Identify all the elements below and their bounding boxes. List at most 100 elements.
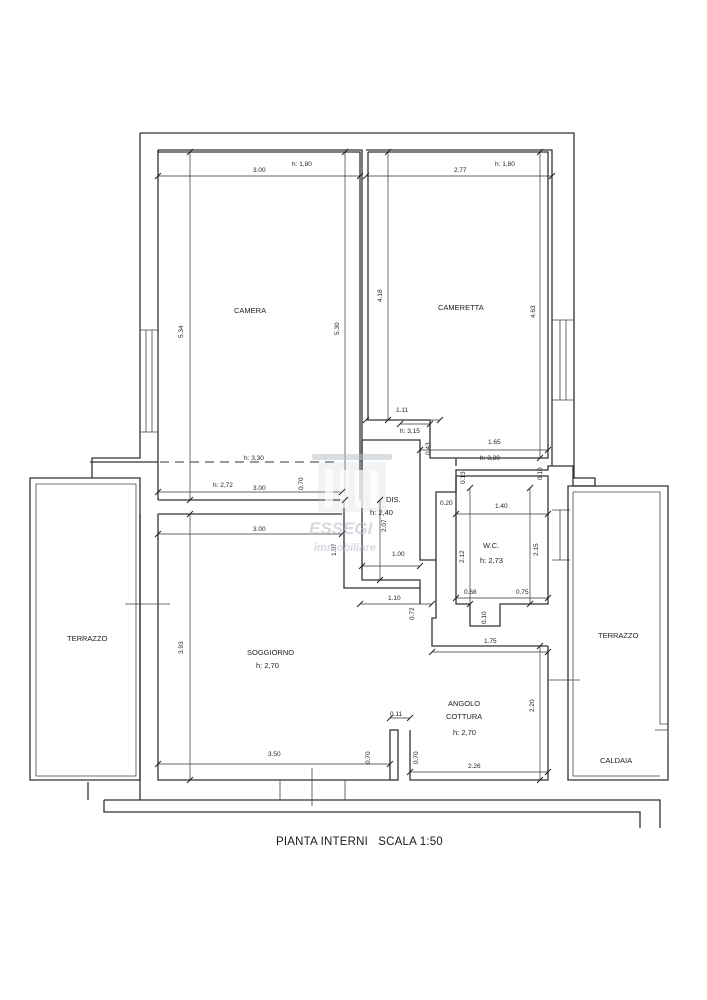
dimension-tick	[416, 446, 424, 454]
dimension-tick	[544, 594, 552, 602]
dimension-tick	[544, 510, 552, 518]
dim-label: 0.68	[464, 589, 477, 596]
room-cameretta: CAMERETTA	[438, 303, 484, 312]
dim-label: 2.77	[454, 167, 467, 174]
watermark-brand: ESSEGI	[309, 519, 374, 538]
dimension-tick	[154, 530, 162, 538]
dim-label: 1.65	[488, 439, 501, 446]
dim-label: 4.18	[377, 289, 384, 302]
dim-label: 1.07	[331, 543, 338, 556]
dim-label: 1.10	[388, 595, 401, 602]
dim-label: 3.00	[253, 526, 266, 533]
dim-label: h: 3,30	[480, 455, 500, 462]
dim-label: 0.72	[409, 607, 416, 620]
dim-label: 0.70	[298, 477, 305, 490]
outer-wall	[140, 132, 596, 647]
room-wc-height: h: 2,73	[480, 556, 503, 565]
camera-walls	[157, 151, 361, 515]
dimension-tick	[341, 148, 349, 156]
dim-label: 0.70	[365, 751, 372, 764]
bottom-wall	[87, 782, 661, 828]
dimension-tick	[376, 496, 384, 504]
dimension-tick	[358, 562, 366, 570]
dimension-tick	[544, 446, 552, 454]
dim-label: 1.00	[392, 551, 405, 558]
dimension-tick	[466, 484, 474, 492]
dim-label: h: 3,15	[400, 428, 420, 435]
room-dis-height: h: 2,40	[370, 508, 393, 517]
dim-label: 0.43	[425, 442, 432, 455]
dim-label: 2.12	[459, 550, 466, 563]
dimension-tick	[154, 172, 162, 180]
dimension-lines	[158, 152, 552, 780]
dimension-tick	[384, 416, 392, 424]
outer-wall-left	[91, 133, 141, 478]
dimension-tick	[452, 594, 460, 602]
dimension-tick	[186, 496, 194, 504]
dimension-tick	[544, 768, 552, 776]
dimension-tick	[376, 576, 384, 584]
window-wc	[552, 509, 570, 561]
dim-label: 2.07	[381, 519, 388, 532]
dimension-tick	[416, 562, 424, 570]
dimension-tick	[186, 510, 194, 518]
dim-label: 0.75	[516, 589, 529, 596]
inner-outline-left	[90, 149, 553, 478]
dimension-tick	[426, 420, 434, 428]
room-wc: W.C.	[483, 541, 499, 550]
terrazzo-right-outline	[567, 485, 669, 781]
dim-label: 5.30	[334, 322, 341, 335]
window-right	[552, 319, 574, 401]
dim-label: h: 1,80	[495, 161, 515, 168]
dis-walls	[343, 439, 436, 604]
dimension-tick	[362, 416, 370, 424]
window-left	[140, 329, 158, 433]
dimension-tick	[536, 642, 544, 650]
room-dis: DIS.	[386, 495, 401, 504]
dimension-tick	[536, 148, 544, 156]
dim-label: h: 3,30	[244, 455, 264, 462]
room-terrazzo-left: TERRAZZO	[67, 634, 108, 643]
dimension-tick	[526, 484, 534, 492]
dim-label: h: 1,80	[292, 161, 312, 168]
dimension-tick	[544, 648, 552, 656]
dim-label: 3.00	[253, 485, 266, 492]
dimension-tick	[386, 714, 394, 722]
room-terrazzo-right: TERRAZZO	[598, 631, 639, 640]
dimension-tick	[548, 172, 556, 180]
dimension-tick	[436, 416, 444, 424]
dim-label: 5.34	[178, 325, 185, 338]
dimension-tick	[466, 600, 474, 608]
room-camera: CAMERA	[234, 306, 266, 315]
dim-label: 4.63	[530, 305, 537, 318]
dimension-tick	[356, 172, 364, 180]
dim-label: 2.26	[468, 763, 481, 770]
watermark-sub: immobiliare	[314, 542, 376, 554]
room-caldaia: CALDAIA	[600, 756, 632, 765]
dimension-tick	[186, 776, 194, 784]
dim-label: 0.11	[390, 711, 403, 718]
dimension-ticks	[154, 148, 556, 784]
dimension-tick	[341, 496, 349, 504]
dim-label: 2.20	[529, 699, 536, 712]
room-angolo: ANGOLO	[448, 699, 480, 708]
dimension-tick	[536, 454, 544, 462]
dim-label: 3.93	[178, 641, 185, 654]
terrazzo-left-outline	[29, 477, 141, 781]
dimension-tick	[396, 420, 404, 428]
terrazzo-right-inner	[548, 491, 669, 777]
dim-label: 0.10	[537, 467, 544, 480]
dim-label: 0.10	[481, 611, 488, 624]
room-cottura: COTTURA	[446, 712, 482, 721]
dim-label: 0.70	[413, 751, 420, 764]
dim-label: 3.50	[268, 751, 281, 758]
dimension-tick	[154, 488, 162, 496]
dimension-tick	[406, 714, 414, 722]
watermark-logo: ESSEGI immobiliare	[309, 454, 392, 554]
dim-label: 0.20	[440, 500, 453, 507]
column	[389, 729, 399, 781]
terrazzo-left-inner	[35, 483, 170, 777]
dimension-tick	[338, 530, 346, 538]
dimension-tick	[362, 172, 370, 180]
